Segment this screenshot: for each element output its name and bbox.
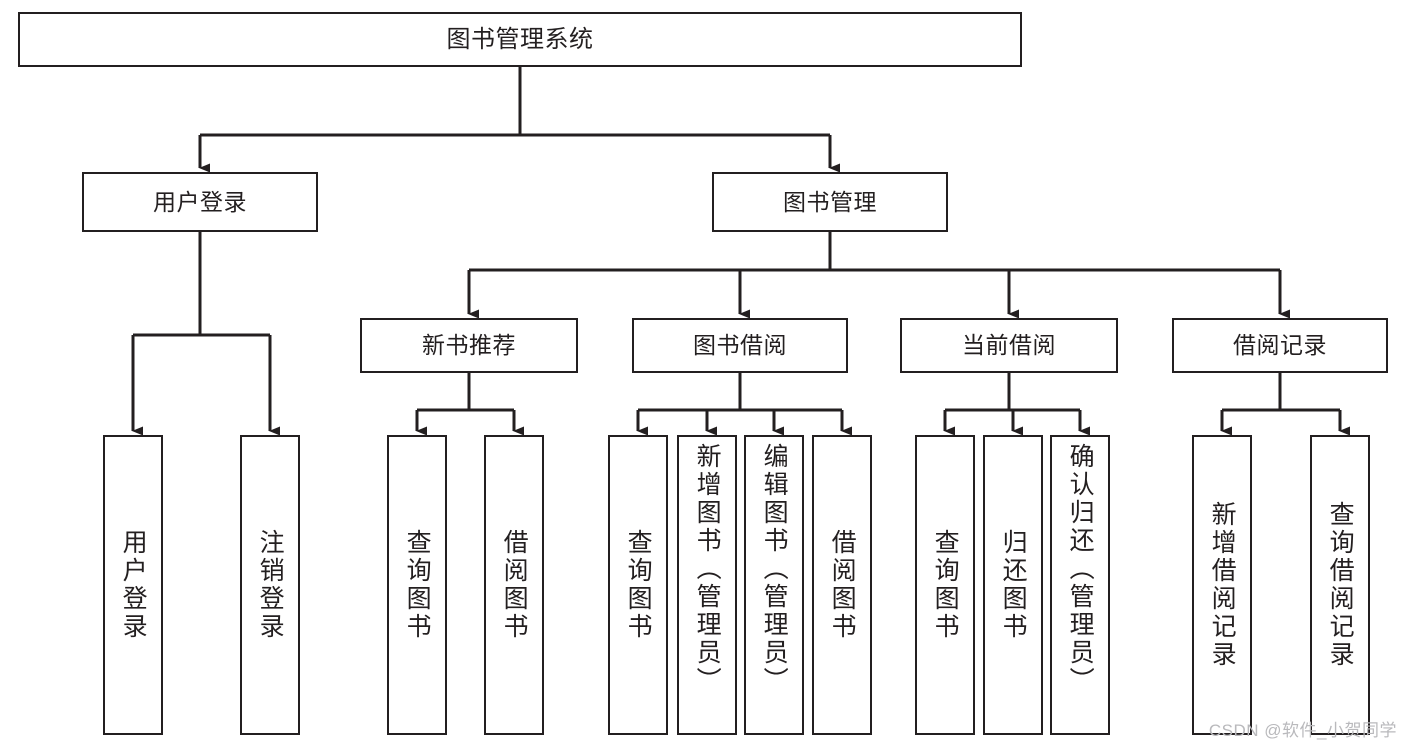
node-recommend-query-book-label: 查询图书 — [403, 529, 432, 641]
node-current-return-book[interactable]: 归还图书 — [983, 435, 1043, 735]
node-current-confirm-return-label: 确认归还（管理员） — [1066, 443, 1095, 695]
node-new-book-recommend[interactable]: 新书推荐 — [360, 318, 578, 373]
node-current-confirm-return[interactable]: 确认归还（管理员） — [1050, 435, 1110, 735]
node-recommend-borrow-book-label: 借阅图书 — [500, 529, 529, 641]
node-borrow-record[interactable]: 借阅记录 — [1172, 318, 1388, 373]
node-borrow-query-book[interactable]: 查询图书 — [608, 435, 668, 735]
node-user-login-label: 用户登录 — [153, 188, 247, 215]
node-borrow-add-book-label: 新增图书（管理员） — [693, 443, 722, 695]
node-record-add-label: 新增借阅记录 — [1208, 501, 1237, 669]
node-user-login[interactable]: 用户登录 — [82, 172, 318, 232]
watermark-text: CSDN @软件_小贺同学 — [1208, 721, 1397, 740]
node-book-management-label: 图书管理 — [783, 188, 877, 215]
node-current-return-book-label: 归还图书 — [999, 529, 1028, 641]
node-borrow-edit-book-label: 编辑图书（管理员） — [760, 443, 789, 695]
node-book-management[interactable]: 图书管理 — [712, 172, 948, 232]
node-current-borrow-label: 当前借阅 — [962, 332, 1056, 359]
node-recommend-query-book[interactable]: 查询图书 — [387, 435, 447, 735]
node-book-borrow[interactable]: 图书借阅 — [632, 318, 848, 373]
node-current-query-book[interactable]: 查询图书 — [915, 435, 975, 735]
node-user-login-leaf-label: 用户登录 — [119, 529, 148, 641]
node-borrow-record-label: 借阅记录 — [1233, 332, 1327, 359]
node-new-book-recommend-label: 新书推荐 — [422, 332, 516, 359]
node-borrow-edit-book[interactable]: 编辑图书（管理员） — [744, 435, 804, 735]
node-borrow-borrow-book-label: 借阅图书 — [828, 529, 857, 641]
node-book-borrow-label: 图书借阅 — [693, 332, 787, 359]
node-root-label: 图书管理系统 — [446, 25, 594, 53]
node-record-query-label: 查询借阅记录 — [1326, 501, 1355, 669]
node-user-login-leaf[interactable]: 用户登录 — [103, 435, 163, 735]
node-current-query-book-label: 查询图书 — [931, 529, 960, 641]
node-borrow-query-book-label: 查询图书 — [624, 529, 653, 641]
node-user-logout-leaf-label: 注销登录 — [256, 529, 285, 641]
node-record-query[interactable]: 查询借阅记录 — [1310, 435, 1370, 735]
node-root[interactable]: 图书管理系统 — [18, 12, 1022, 67]
node-recommend-borrow-book[interactable]: 借阅图书 — [484, 435, 544, 735]
node-record-add[interactable]: 新增借阅记录 — [1192, 435, 1252, 735]
node-borrow-borrow-book[interactable]: 借阅图书 — [812, 435, 872, 735]
node-user-logout-leaf[interactable]: 注销登录 — [240, 435, 300, 735]
node-current-borrow[interactable]: 当前借阅 — [900, 318, 1118, 373]
node-borrow-add-book[interactable]: 新增图书（管理员） — [677, 435, 737, 735]
